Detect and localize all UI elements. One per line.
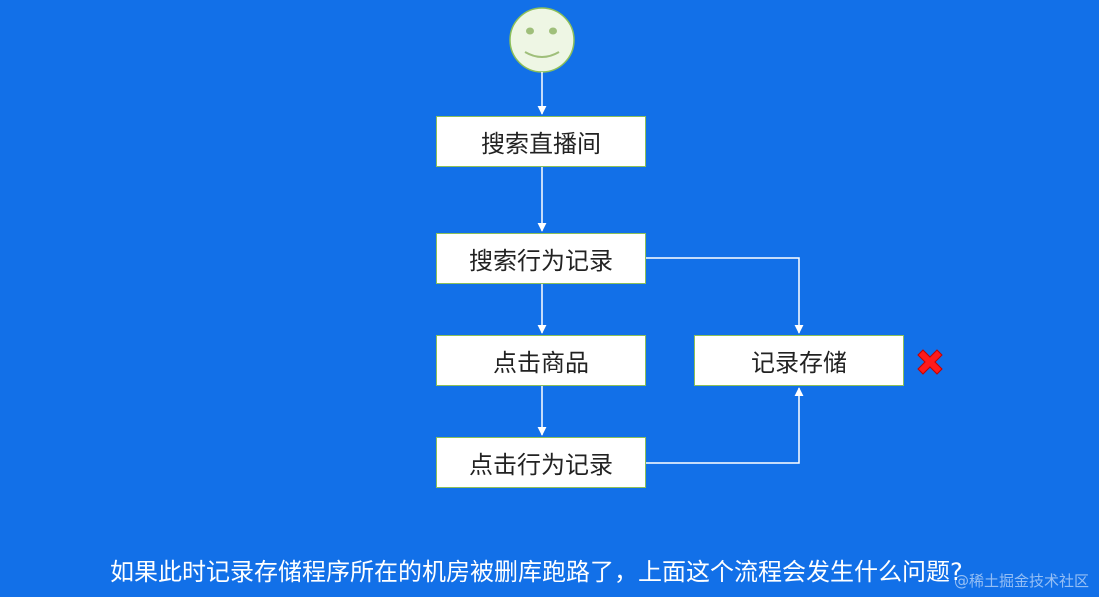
red-cross-icon bbox=[917, 349, 943, 375]
node-search-record: 搜索行为记录 bbox=[436, 233, 646, 284]
node-record-storage: 记录存储 bbox=[694, 335, 904, 386]
edge-search-record-to-storage bbox=[646, 257, 804, 334]
smiley-face-icon bbox=[509, 7, 575, 73]
node-search-live: 搜索直播间 bbox=[436, 116, 646, 167]
edge-click-record-to-storage bbox=[646, 387, 804, 464]
question-caption: 如果此时记录存储程序所在的机房被删库跑路了，上面这个流程会发生什么问题? bbox=[110, 558, 963, 586]
node-click-product: 点击商品 bbox=[436, 335, 646, 386]
watermark: @稀土掘金技术社区 bbox=[953, 572, 1089, 590]
node-click-record: 点击行为记录 bbox=[436, 437, 646, 488]
